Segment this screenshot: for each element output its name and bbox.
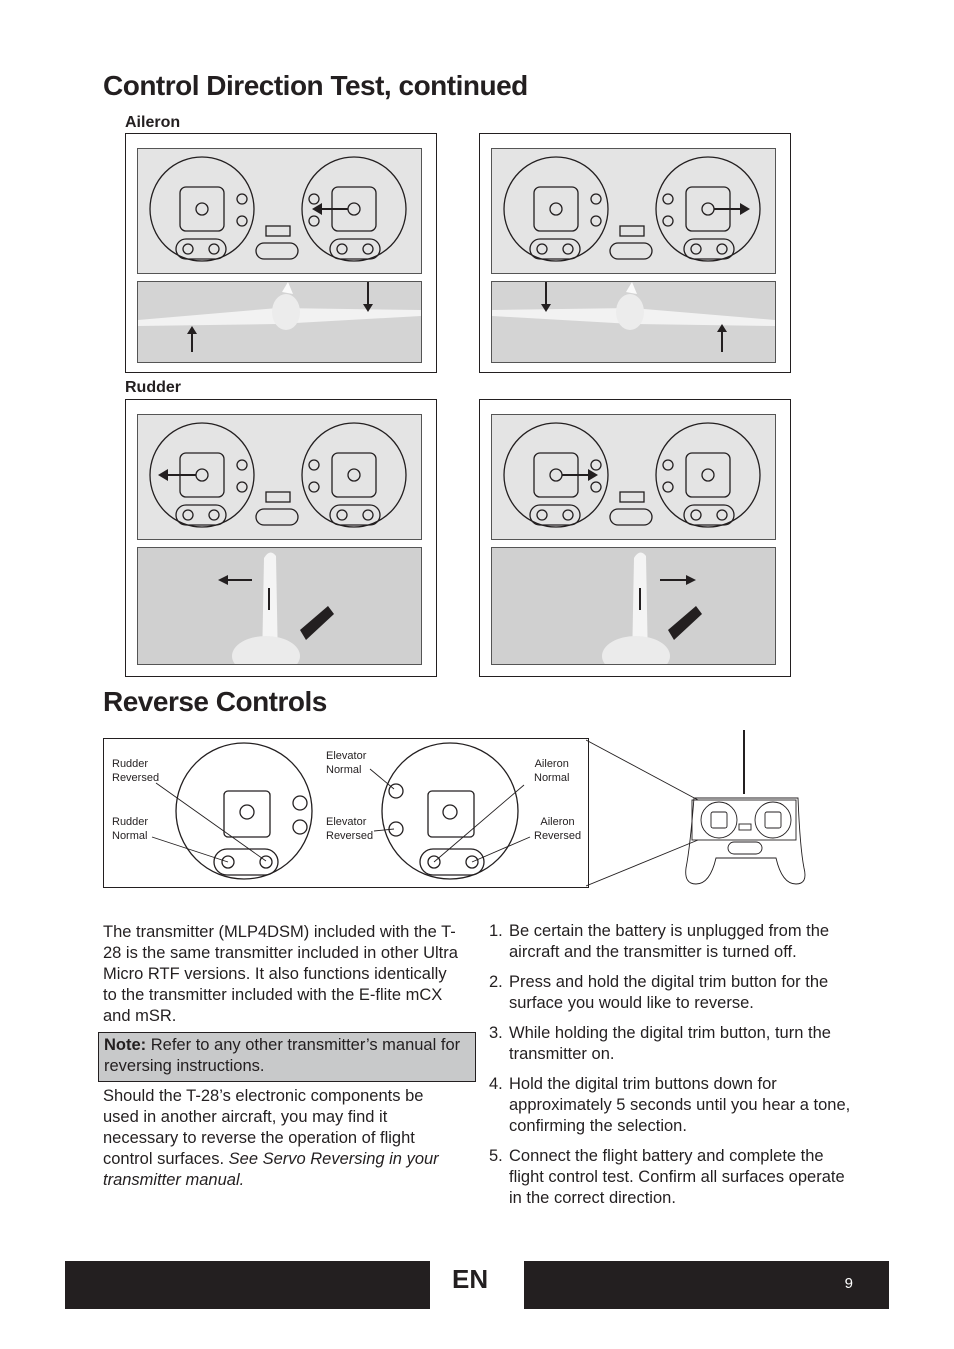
footer-bar-left bbox=[65, 1261, 430, 1309]
transmitter-illustration bbox=[137, 414, 422, 540]
list-item: 5.Connect the flight battery and complet… bbox=[489, 1147, 845, 1207]
steps-list: 1.Be certain the battery is unplugged fr… bbox=[489, 921, 855, 1218]
reverse-controls-diagram: Rudder Reversed Rudder Normal Elevator N… bbox=[103, 738, 589, 888]
second-paragraph-text: Should the T-28’s electronic components … bbox=[103, 1087, 424, 1168]
aircraft-photo bbox=[491, 281, 776, 363]
aircraft-photo bbox=[137, 281, 422, 363]
aileron-reversed-label: Aileron Reversed bbox=[534, 816, 582, 842]
aileron-right-panel bbox=[479, 133, 791, 373]
aileron-normal-label: Aileron Normal bbox=[534, 758, 570, 784]
rudder-normal-label: Rudder Normal bbox=[112, 816, 149, 842]
language-code: EN bbox=[452, 1264, 489, 1294]
page-title: Control Direction Test, continued bbox=[103, 70, 528, 101]
elevator-normal-label: Elevator Normal bbox=[326, 750, 367, 776]
intro-paragraph: The transmitter (MLP4DSM) included with … bbox=[103, 923, 458, 1025]
note-box: Note: Refer to any other transmitter’s m… bbox=[98, 1032, 476, 1082]
aircraft-tail-photo bbox=[491, 547, 776, 665]
rudder-label: Rudder bbox=[125, 379, 181, 396]
page-number: 9 bbox=[844, 1275, 853, 1292]
second-paragraph: Should the T-28’s electronic components … bbox=[103, 1086, 453, 1191]
note-text: Refer to any other transmitter’s manual … bbox=[104, 1036, 461, 1075]
transmitter-illustration bbox=[491, 148, 776, 274]
aileron-label: Aileron bbox=[125, 114, 181, 131]
reverse-controls-heading: Reverse Controls bbox=[103, 686, 327, 717]
note-label: Note: bbox=[104, 1036, 147, 1054]
aircraft-tail-photo bbox=[137, 547, 422, 665]
second-paragraph-italic: See Servo Reversing in your transmitter … bbox=[103, 1150, 439, 1189]
rudder-reversed-label: Rudder Reversed bbox=[112, 758, 160, 784]
list-item: 2.Press and hold the digital trim button… bbox=[489, 973, 829, 1012]
list-item: 4.Hold the digital trim buttons down for… bbox=[489, 1075, 851, 1135]
list-item: 1.Be certain the battery is unplugged fr… bbox=[489, 922, 830, 961]
list-item: 3.While holding the digital trim button,… bbox=[489, 1024, 831, 1063]
rudder-right-panel bbox=[479, 399, 791, 677]
elevator-reversed-label: Elevator Reversed bbox=[326, 816, 374, 842]
aileron-left-panel bbox=[125, 133, 437, 373]
rudder-left-panel bbox=[125, 399, 437, 677]
transmitter-illustration bbox=[137, 148, 422, 274]
footer-bar-right: 9 bbox=[524, 1261, 889, 1309]
transmitter-callout-icon bbox=[586, 730, 806, 887]
transmitter-illustration bbox=[491, 414, 776, 540]
